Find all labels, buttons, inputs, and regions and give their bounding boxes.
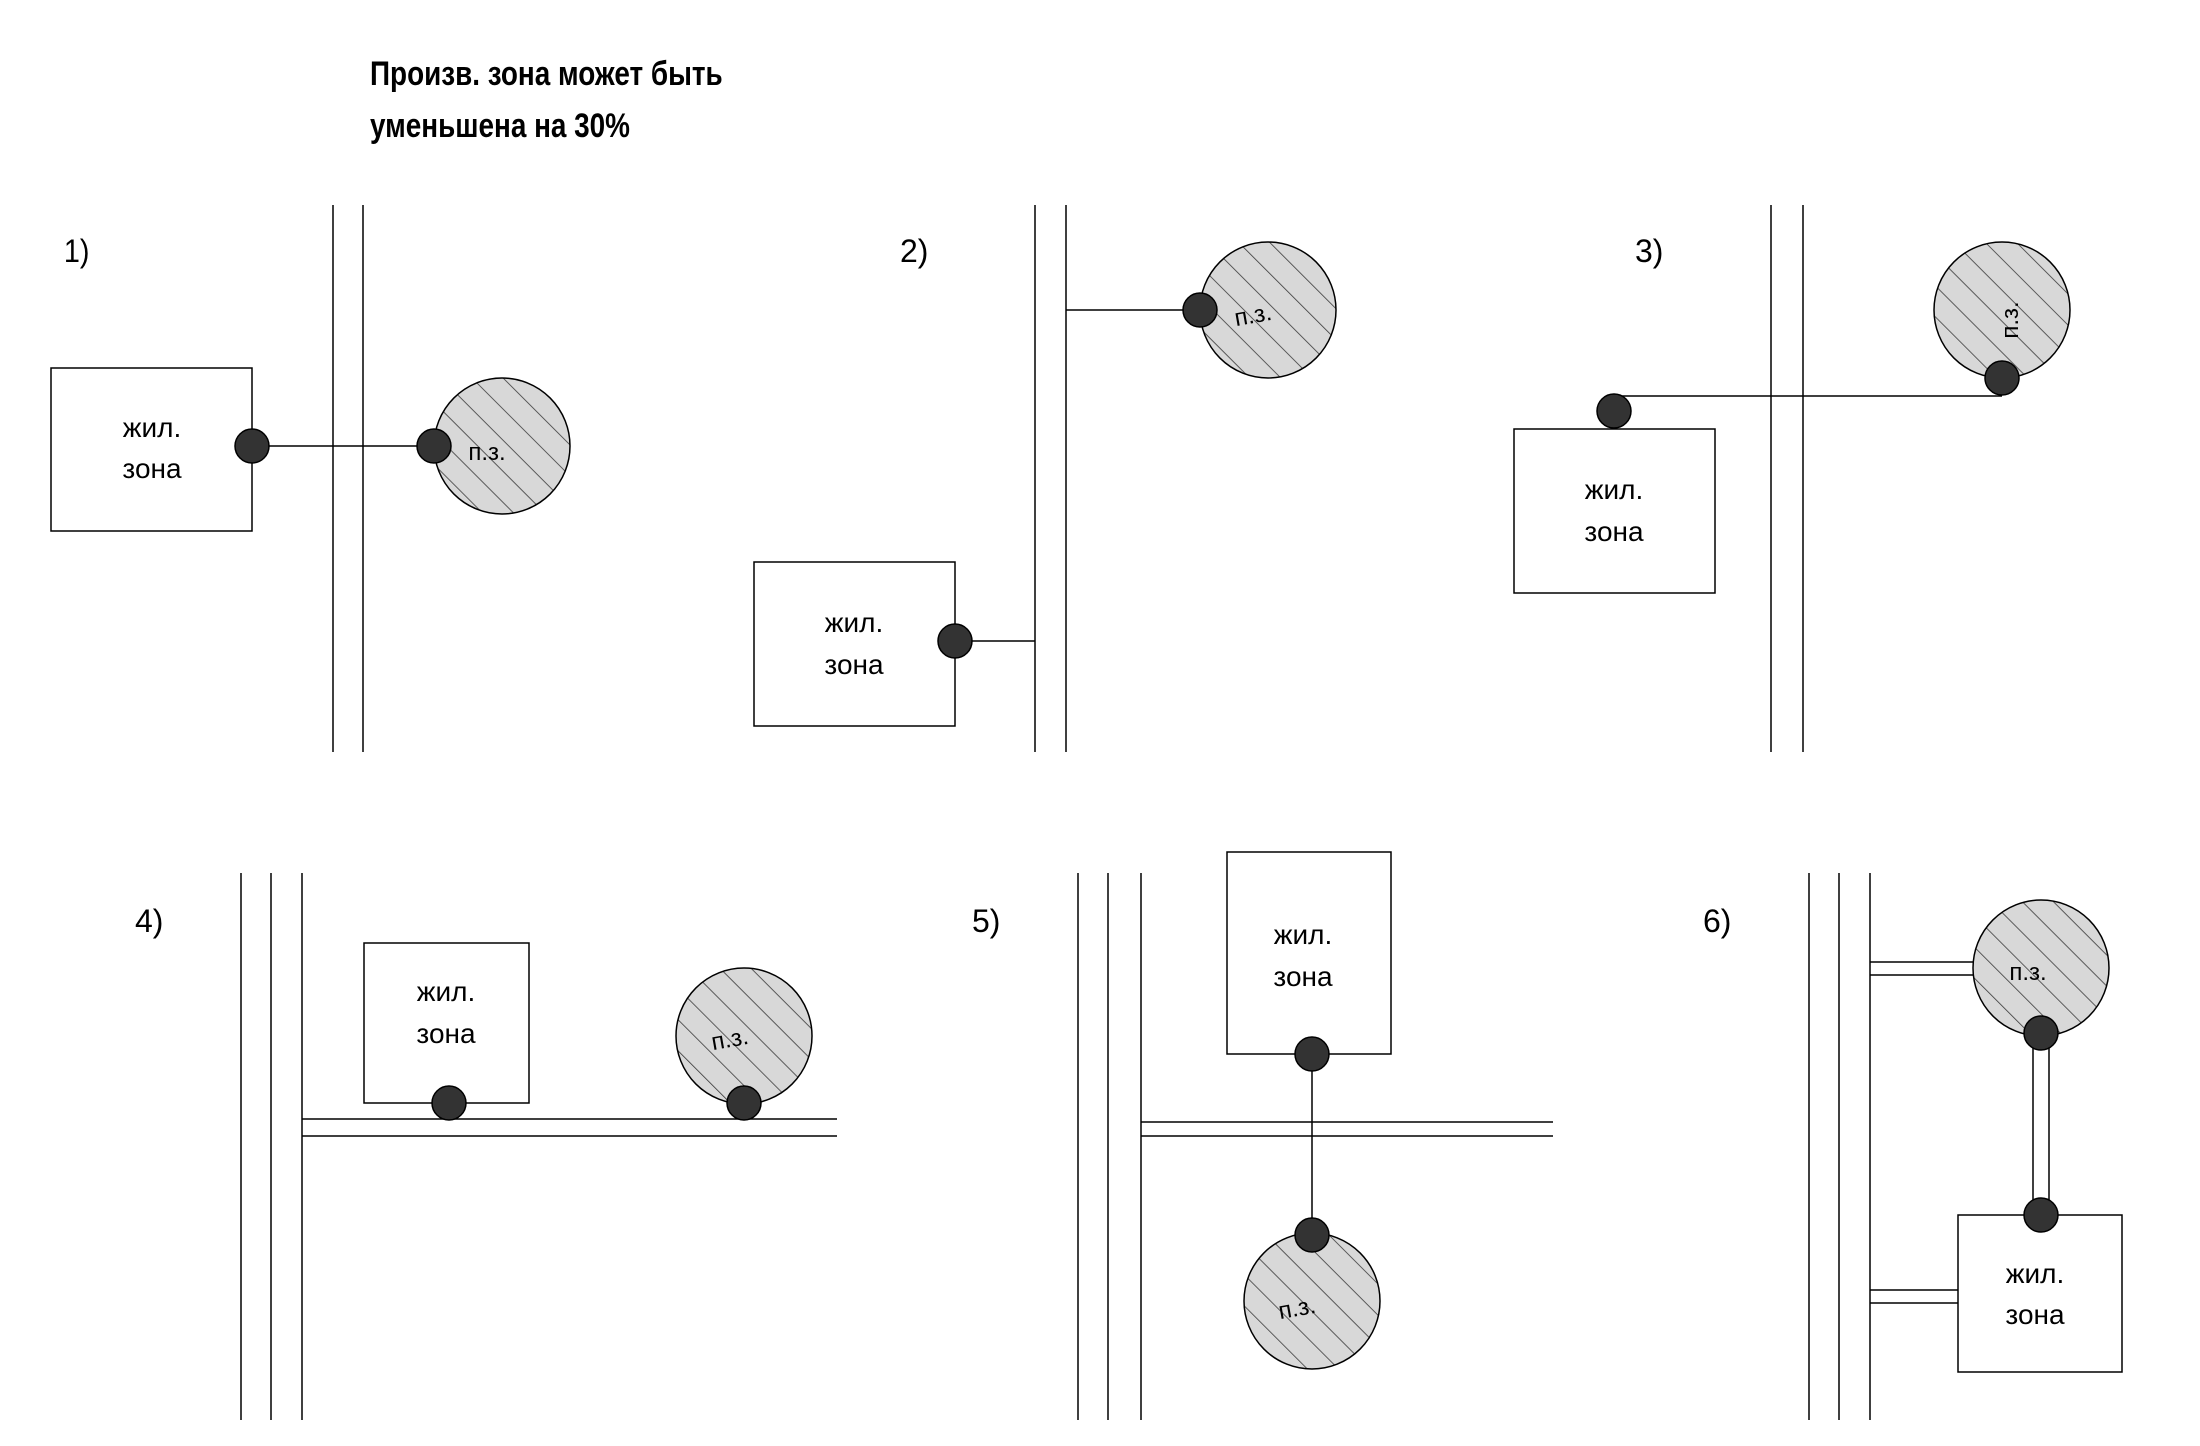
residential-zone (1513, 428, 1716, 594)
measure-point (1294, 1217, 1330, 1253)
industrial-label: п.з. (468, 439, 505, 466)
measure-point (1294, 1036, 1330, 1072)
residential-zone (753, 561, 956, 727)
residential-label: жил. (1274, 919, 1333, 950)
scenario-1 (50, 205, 571, 752)
residential-label: жил. (1585, 474, 1644, 505)
measure-point (1984, 360, 2020, 396)
residential-zone (363, 942, 530, 1104)
measure-point (234, 428, 270, 464)
scenario-number: 1) (64, 234, 90, 270)
scenario-number: 4) (135, 903, 163, 939)
measure-point (937, 623, 973, 659)
measure-point (726, 1085, 762, 1121)
scenario-4 (240, 873, 837, 1420)
residential-label: зона (824, 649, 884, 680)
industrial-label: п.з. (2009, 959, 2046, 986)
residential-label: зона (2005, 1299, 2065, 1330)
title-line-1: Произв. зона может быть (370, 55, 723, 93)
residential-label: жил. (2006, 1258, 2065, 1289)
residential-label: жил. (417, 976, 476, 1007)
residential-zone (1226, 851, 1392, 1055)
industrial-label: п.з. (1232, 299, 1273, 332)
title-line-2: уменьшена на 30% (370, 107, 630, 145)
residential-label: зона (122, 453, 182, 484)
measure-point (1182, 292, 1218, 328)
measure-point (1596, 393, 1632, 429)
scenario-number: 2) (900, 233, 928, 269)
scenario-3 (1513, 205, 2071, 752)
industrial-label: п.з. (1276, 1292, 1317, 1325)
measure-point (416, 428, 452, 464)
measure-point (2023, 1197, 2059, 1233)
industrial-label: п.з. (1997, 301, 2024, 338)
residential-label: жил. (123, 412, 182, 443)
residential-label: зона (416, 1018, 476, 1049)
scenario-5 (1077, 851, 1553, 1420)
scenario-2 (753, 205, 1337, 752)
scenario-number: 6) (1703, 903, 1731, 939)
residential-zone (50, 367, 253, 532)
scenario-number: 5) (972, 903, 1000, 939)
industrial-label: п.з. (709, 1023, 750, 1056)
residential-label: зона (1584, 516, 1644, 547)
residential-label: зона (1273, 961, 1333, 992)
scenario-6 (1808, 873, 2123, 1420)
residential-zone (1957, 1214, 2123, 1373)
measure-point (2023, 1015, 2059, 1051)
scenario-number: 3) (1635, 233, 1663, 269)
residential-label: жил. (825, 607, 884, 638)
measure-point (431, 1085, 467, 1121)
